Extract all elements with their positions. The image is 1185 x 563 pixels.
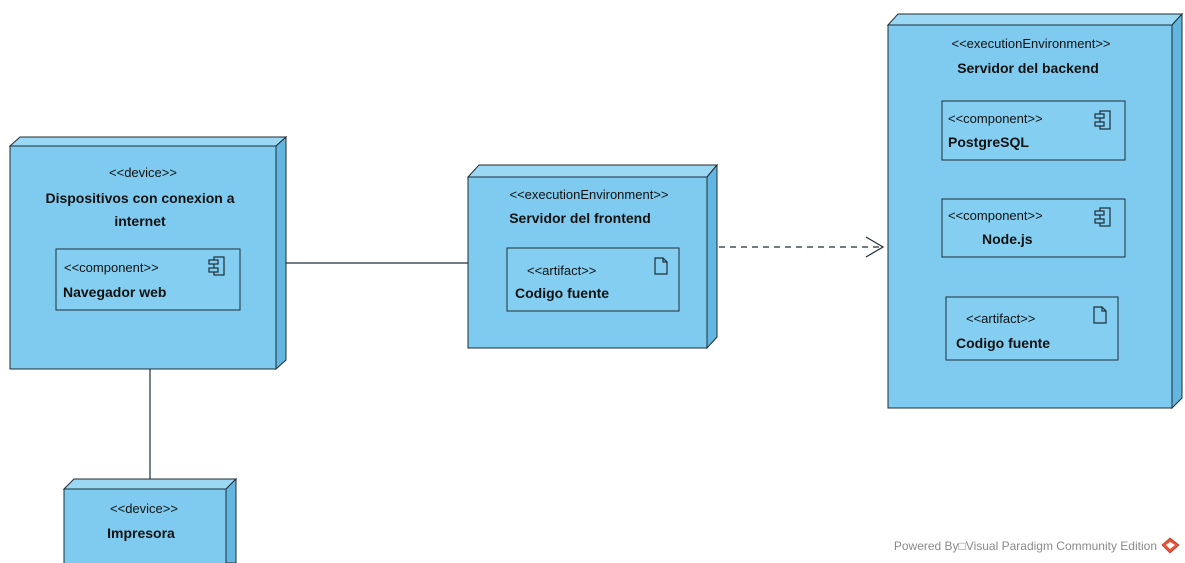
backend-name: Servidor del backend	[957, 60, 1099, 76]
frontend-name: Servidor del frontend	[509, 210, 651, 226]
frontend-artifact-stereotype: <<artifact>>	[527, 263, 596, 278]
node-frontend[interactable]: <<executionEnvironment>> Servidor del fr…	[466, 163, 719, 350]
frontend-stereotype: <<executionEnvironment>>	[510, 187, 669, 202]
navegador-name: Navegador web	[63, 284, 166, 300]
powered-by-text: Powered By□Visual Paradigm Community Edi…	[894, 539, 1157, 553]
dispositivos-stereotype: <<device>>	[109, 165, 177, 180]
impresora-name: Impresora	[107, 525, 175, 541]
dependency-frontend-backend[interactable]	[719, 236, 885, 258]
impresora-stereotype: <<device>>	[110, 501, 178, 516]
document-icon	[654, 257, 668, 275]
frontend-artifact-name: Codigo fuente	[515, 285, 609, 301]
visual-paradigm-logo-icon	[1161, 537, 1180, 554]
component-nodejs[interactable]: <<component>> Node.js	[941, 198, 1126, 258]
component-icon	[208, 256, 225, 276]
postgresql-name: PostgreSQL	[948, 134, 1029, 150]
component-icon	[1094, 207, 1111, 227]
component-navegador-web[interactable]: <<component>> Navegador web	[55, 248, 241, 311]
node-impresora[interactable]: <<device>> Impresora	[62, 477, 238, 563]
dispositivos-name-line2: internet	[114, 213, 166, 229]
backend-stereotype: <<executionEnvironment>>	[952, 36, 1111, 51]
dispositivos-name-line1: Dispositivos con conexion a	[45, 190, 234, 206]
document-icon	[1093, 306, 1107, 324]
artifact-codigo-fuente-backend[interactable]: <<artifact>> Codigo fuente	[945, 296, 1119, 361]
navegador-stereotype: <<component>>	[64, 260, 159, 275]
backend-artifact-name: Codigo fuente	[956, 335, 1050, 351]
component-postgresql[interactable]: <<component>> PostgreSQL	[941, 100, 1126, 161]
nodejs-stereotype: <<component>>	[948, 208, 1043, 223]
artifact-codigo-fuente-frontend[interactable]: <<artifact>> Codigo fuente	[506, 247, 680, 312]
component-icon	[1094, 110, 1111, 130]
node-backend[interactable]: <<executionEnvironment>> Servidor del ba…	[886, 12, 1184, 410]
backend-artifact-stereotype: <<artifact>>	[966, 311, 1035, 326]
node-dispositivos[interactable]: <<device>> Dispositivos con conexion a i…	[8, 135, 288, 371]
postgresql-stereotype: <<component>>	[948, 111, 1043, 126]
nodejs-name: Node.js	[982, 231, 1033, 247]
